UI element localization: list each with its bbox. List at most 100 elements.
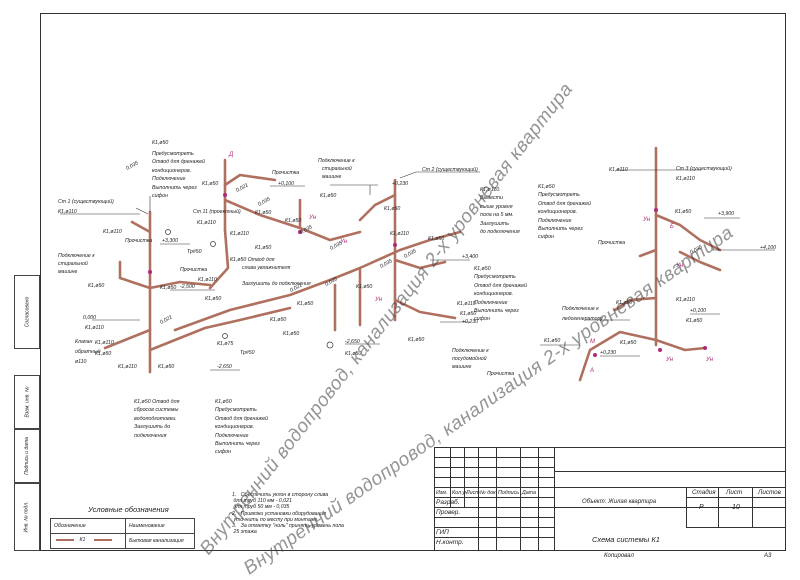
object-name: Объект: Жилая квартира [582, 499, 657, 505]
pipe-label: К1,ø50 [686, 318, 703, 324]
pipe-label: К1,ø50 [460, 311, 477, 317]
fixture-mark: М [590, 339, 595, 345]
pipe-label: К1,ø110 [390, 231, 409, 237]
legend-row: К1 Бытовая канализация [50, 533, 196, 549]
pipe-label: К1,ø50 [356, 284, 373, 290]
sheet-value: 10 [732, 504, 740, 511]
pipe-label: К1,ø110 [676, 297, 695, 303]
pipe-label: К1,ø110 [197, 220, 216, 226]
diagram-note: К1,ø50 Предусмотреть Отвод для дренажей … [474, 266, 527, 323]
pipe-label: К1,ø110 [230, 231, 249, 237]
diagram-note: К1,ø50 Предусмотреть Отвод для дренажей … [538, 184, 591, 241]
pipe-label: К1,ø50 [345, 351, 362, 357]
st11-low [208, 228, 230, 290]
fixture-mark: Ун [340, 239, 348, 245]
fixture-mark: Ун [666, 357, 674, 363]
pipe-label: К1,ø50 [285, 218, 302, 224]
branch-st1-low [103, 328, 152, 350]
pipe-label: К1,ø50 [297, 301, 314, 307]
sidebar-cell-inv: Инв. № подл. [14, 483, 40, 551]
pipe-label: К1,ø110 [58, 209, 77, 215]
pipe-label: +0,100 [278, 181, 295, 187]
pipe-label: К1,ø50 [320, 193, 337, 199]
st3-branch-up [654, 213, 722, 252]
pipe-label: Прочистка [272, 170, 300, 176]
pipe-label: К1,ø50 [283, 331, 300, 337]
legend-title: Условные обозначения [88, 505, 169, 514]
pipe-label: 0,000 [83, 315, 96, 321]
pipe-label: Тр#50 [187, 249, 202, 255]
pipe-label: +0,100 [690, 308, 707, 314]
pipe-label: К1,ø110 [676, 176, 695, 182]
col-date: Дата [522, 490, 536, 496]
pipe-label: К1,ø50 [255, 210, 272, 216]
pipe-label: Ст 1 (существующий) [58, 199, 114, 205]
fixture-mark: Ун [706, 357, 714, 363]
pipe-label: К1,ø110 [85, 325, 104, 331]
fixture-mark: А [590, 368, 595, 374]
pipe-label: слива увлажнителя [242, 265, 291, 271]
fixture-mark: Ун [375, 297, 383, 303]
diagram-note: К1,ø50 Отвод для сбросов системы водопод… [134, 399, 180, 439]
st3-low-right [654, 338, 707, 352]
pipe-label: Клапан [75, 339, 93, 345]
pipe-label: обратный [75, 349, 101, 355]
pipe-label: К1,ø75 [217, 341, 234, 347]
legend-name: Бытовая канализация [124, 533, 196, 549]
pipe-label: стиральной [58, 261, 88, 267]
fixture-mark: Д [229, 152, 234, 158]
legend-symbol: К1 [50, 533, 126, 549]
pipe-label: К1,ø110 [198, 277, 217, 283]
pipe-network-diagram [60, 146, 775, 382]
legend-header-name: Наименование [124, 518, 196, 534]
pipe-label: Подключение к [318, 158, 355, 164]
pipe-label: К1,ø50 [255, 245, 272, 251]
pipe-label: К1,ø50 [202, 181, 219, 187]
legend-pipe-swatch [56, 539, 112, 541]
row-razrab: Разраб. [436, 499, 460, 506]
pipe-label: +0,230 [462, 319, 479, 325]
st11-top-branch [223, 173, 277, 187]
pipe-label: К1,ø50 Отвод для [230, 257, 275, 263]
pipe-label: Заглушить до подключения [242, 281, 311, 287]
pipe-label: К1,ø50 [675, 209, 692, 215]
pipe-label: +3,900 [718, 211, 735, 217]
legend-table: Обозначение Наименование К1 Бытовая кана… [50, 518, 196, 549]
pipe-label: К1,ø50 [428, 236, 445, 242]
sheets-header: Листов [758, 489, 781, 496]
pipe-label: К1,ø110 [103, 229, 122, 235]
fixture-mark: Б [670, 224, 674, 230]
sidebar-cell-approved: Согласовано [14, 275, 40, 349]
pipe-label: Прочистка [125, 238, 153, 244]
pipe-label: Ст 11 (проектный) [193, 209, 241, 215]
fixture-mark: Ун [309, 215, 317, 221]
pipe-label: ледогенератору [562, 316, 603, 322]
pipe-label: Ст 2 (существующий) [422, 167, 478, 173]
st3-branch-c [678, 250, 722, 272]
main-low-trunk [148, 306, 292, 352]
st2-top [358, 193, 397, 222]
st3-prochistka [638, 248, 658, 258]
pipe-label: Прочистка [598, 240, 626, 246]
pipe-label: К1,ø50 [544, 338, 561, 344]
general-notes: 1. Обеспечить уклон в сторону слива для … [232, 492, 344, 536]
pipe-label: К1,ø50 [384, 206, 401, 212]
st2-lower [393, 298, 457, 320]
drawing-title: Схема системы К1 [592, 535, 660, 544]
diagram-note: К1,ø50 Предусмотреть Отвод для дренажей … [215, 399, 268, 456]
row-prover: Провер. [436, 509, 461, 516]
pipe-label: К1,ø50 [152, 140, 169, 146]
pipe-label: Подключение к [58, 253, 95, 259]
drawing-sheet: Согласовано Взам. инв. № Подпись и дата … [14, 13, 786, 579]
st3-low [578, 330, 658, 382]
col-list: Лист [466, 490, 480, 496]
branch-st1-top [130, 220, 152, 234]
st3-branch-mid [613, 296, 658, 312]
pipe-label: К1,ø110 [118, 364, 137, 370]
pipe-label: К1,ø50 [205, 296, 222, 302]
title-block: Изм. Кол.уч Лист № док. Подпись Дата Раз… [434, 447, 786, 551]
pipe-label: ø110 [75, 359, 87, 365]
branch-washer-left [118, 260, 152, 290]
pipe-label: К1,ø50 [95, 351, 112, 357]
fixture-mark: Ун [643, 217, 651, 223]
